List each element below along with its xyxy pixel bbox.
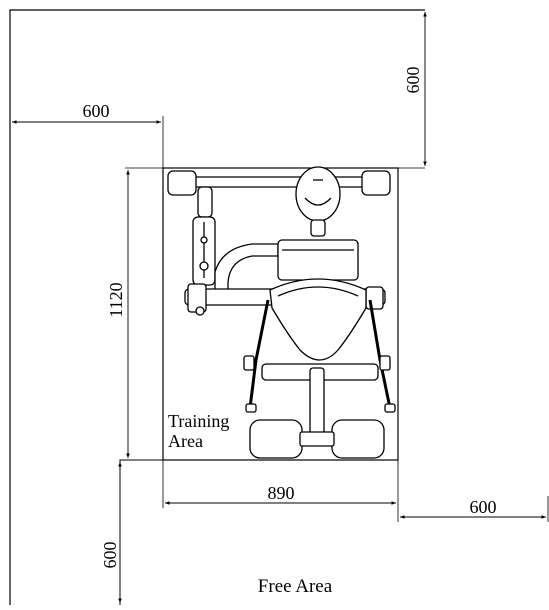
training-area-label-line2: Area <box>168 431 203 451</box>
training-area-label-line1: Training <box>168 411 229 431</box>
dim-training-depth: 1120 <box>106 282 126 317</box>
dim-training-width: 890 <box>268 483 295 503</box>
free-area-outline <box>9 9 425 605</box>
free-area-step <box>119 459 163 605</box>
dim-top-clearance: 600 <box>403 67 423 94</box>
extension-lines <box>125 116 549 522</box>
dimension-lines <box>12 12 546 603</box>
dim-bottom-clearance: 600 <box>100 542 120 569</box>
free-area-label: Free Area <box>258 576 333 597</box>
dim-right-clearance: 600 <box>470 497 497 517</box>
exercise-machine-icon <box>167 166 396 459</box>
dim-left-clearance: 600 <box>83 101 110 121</box>
